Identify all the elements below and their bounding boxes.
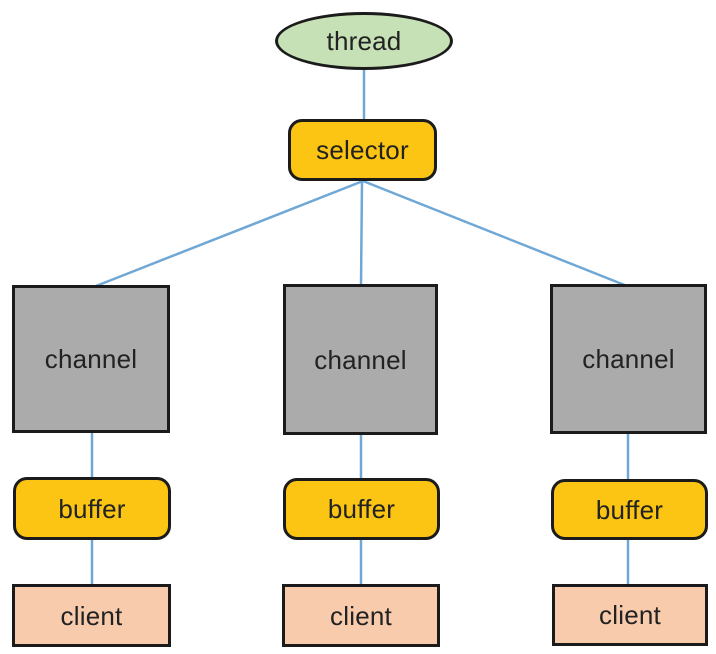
channel-node-1: channel: [12, 285, 170, 433]
buffer-node-2: buffer: [283, 478, 440, 540]
selector-node: selector: [288, 119, 437, 181]
channel-label: channel: [44, 344, 138, 374]
edge-selector-channel-1: [95, 179, 364, 288]
thread-label: thread: [326, 26, 402, 56]
client-node-1: client: [12, 584, 171, 647]
buffer-node-1: buffer: [13, 477, 171, 540]
buffer-node-3: buffer: [551, 479, 708, 540]
channel-label: channel: [314, 344, 407, 375]
client-node-2: client: [282, 584, 440, 647]
selector-label: selector: [316, 135, 409, 165]
client-label: client: [599, 600, 661, 630]
thread-node: thread: [275, 12, 453, 70]
channel-node-2: channel: [283, 284, 438, 435]
client-node-3: client: [552, 584, 708, 646]
channel-label: channel: [582, 344, 675, 374]
buffer-label: buffer: [327, 494, 396, 524]
buffer-label: buffer: [58, 493, 126, 524]
edge-selector-channel-3: [362, 179, 628, 288]
buffer-label: buffer: [595, 494, 664, 525]
client-label: client: [60, 600, 123, 631]
client-label: client: [330, 600, 392, 631]
channel-node-3: channel: [550, 284, 707, 434]
edge-selector-channel-2: [359, 180, 364, 286]
